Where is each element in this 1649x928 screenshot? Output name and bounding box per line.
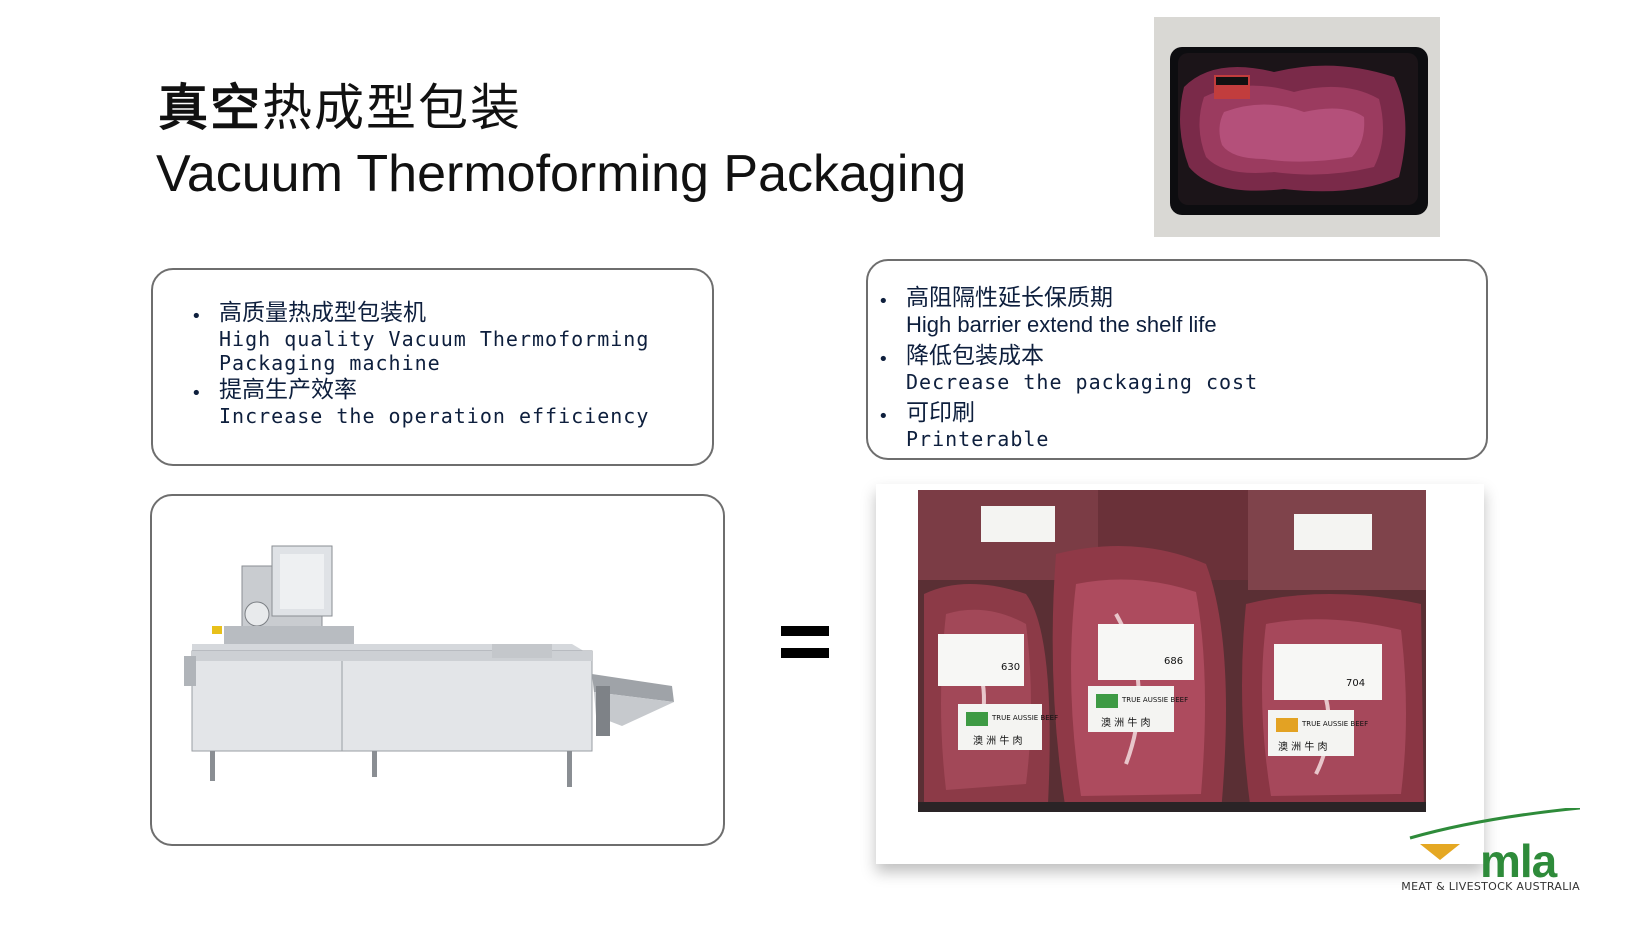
packaging-benefits-list: • 高阻隔性延长保质期 High barrier extend the shel…	[878, 285, 1258, 457]
label-en: TRUE AUSSIE BEEF	[1301, 720, 1368, 728]
list-item: • 高质量热成型包装机 High quality Vacuum Thermofo…	[191, 300, 649, 375]
bullet: •	[878, 406, 889, 427]
feature-en: High quality Vacuum Thermoforming	[219, 327, 650, 351]
mla-logo-text: MEAT & LIVESTOCK AUSTRALIA	[1401, 880, 1580, 893]
page-title-chinese-rest: 热成型包装	[262, 79, 522, 137]
bullet: •	[191, 383, 202, 404]
page-title-english: Vacuum Thermoforming Packaging	[156, 145, 967, 203]
list-item: • 提高生产效率 Increase the operation efficien…	[191, 377, 649, 428]
bullet: •	[878, 349, 889, 370]
thermoforming-machine-image	[184, 545, 674, 787]
page-title-chinese-bold: 真空	[158, 79, 262, 137]
label-en: TRUE AUSSIE BEEF	[1121, 696, 1188, 704]
benefit-cn: 高阻隔性延长保质期	[906, 285, 1113, 311]
list-item: • 可印刷 Printerable	[878, 400, 1258, 451]
label-cn: 澳 洲 牛 肉	[1101, 716, 1151, 729]
machine-features-box: • 高质量热成型包装机 High quality Vacuum Thermofo…	[151, 268, 714, 466]
beef-packs-image: 澳 洲 牛 肉 澳 洲 牛 肉 澳 洲 牛 肉 TRUE AUSSIE BEEF…	[918, 490, 1426, 812]
mla-logo-graphic	[1409, 808, 1580, 860]
feature-cn: 提高生产效率	[219, 377, 357, 403]
list-item: • 高阻隔性延长保质期 High barrier extend the shel…	[878, 285, 1258, 337]
benefit-cn: 降低包装成本	[906, 343, 1044, 369]
vacuum-pack-photo	[1154, 17, 1440, 237]
feature-en: Packaging machine	[219, 351, 441, 375]
price-label: 630	[1001, 662, 1020, 673]
feature-cn: 高质量热成型包装机	[219, 300, 426, 326]
bullet: •	[878, 291, 889, 312]
bullet: •	[191, 306, 202, 327]
price-label: 704	[1346, 678, 1365, 689]
label-en: TRUE AUSSIE BEEF	[991, 714, 1058, 722]
benefit-en: Decrease the packaging cost	[906, 370, 1259, 394]
list-item: • 降低包装成本 Decrease the packaging cost	[878, 343, 1258, 394]
benefit-en: High barrier extend the shelf life	[906, 312, 1217, 337]
machine-photo-box	[150, 494, 725, 846]
benefit-en: Printerable	[906, 427, 1050, 451]
retail-beef-photo: 澳 洲 牛 肉 澳 洲 牛 肉 澳 洲 牛 肉 TRUE AUSSIE BEEF…	[876, 484, 1484, 864]
label-cn: 澳 洲 牛 肉	[1278, 740, 1328, 753]
feature-en: Increase the operation efficiency	[219, 404, 650, 428]
page-title-chinese: 真空热成型包装	[158, 78, 522, 138]
benefit-cn: 可印刷	[906, 400, 975, 426]
machine-features-list: • 高质量热成型包装机 High quality Vacuum Thermofo…	[191, 300, 649, 430]
mla-logo-mark: mla	[1480, 835, 1557, 887]
price-label: 686	[1164, 656, 1183, 667]
packaging-benefits-box: • 高阻隔性延长保质期 High barrier extend the shel…	[866, 259, 1488, 460]
equals-icon	[781, 626, 829, 658]
label-cn: 澳 洲 牛 肉	[973, 734, 1023, 747]
